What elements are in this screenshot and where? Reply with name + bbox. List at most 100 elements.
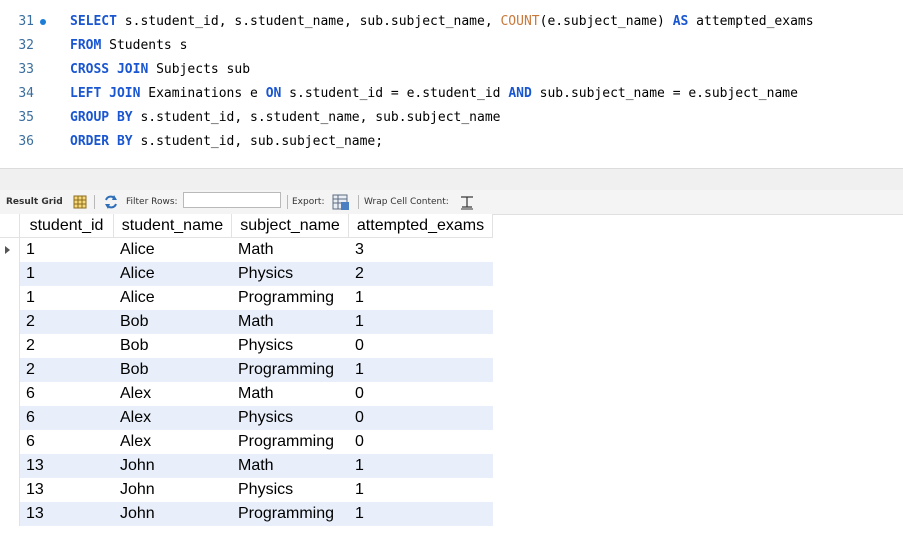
column-header-student-name[interactable]: student_name — [114, 214, 232, 238]
row-marker[interactable] — [0, 502, 20, 526]
cell-student-name[interactable]: Bob — [120, 337, 149, 354]
cell-attempted-exams[interactable]: 1 — [355, 481, 364, 498]
cell-attempted-exams[interactable]: 0 — [355, 385, 364, 402]
cell-subject-name[interactable]: Math — [232, 454, 349, 478]
cell-student-id[interactable]: 1 — [26, 289, 35, 306]
cell-attempted-exams[interactable]: 1 — [355, 289, 364, 306]
row-marker[interactable] — [0, 454, 20, 478]
table-row[interactable]: 1 Alice Programming 1 — [0, 286, 493, 310]
row-marker[interactable] — [0, 406, 20, 430]
sql-keyword: FROM — [70, 38, 102, 53]
wrap-text-icon[interactable] — [459, 190, 475, 217]
panel-splitter[interactable] — [0, 168, 903, 191]
cell-student-id[interactable]: 13 — [20, 454, 114, 478]
cell-student-id[interactable]: 13 — [26, 481, 44, 498]
cell-subject-name[interactable]: Math — [232, 310, 349, 334]
row-marker[interactable] — [0, 238, 20, 262]
table-row[interactable]: 13 John Physics 1 — [0, 478, 493, 502]
row-marker[interactable] — [0, 262, 20, 286]
line-number: 31 — [18, 14, 34, 29]
sql-text: s.student_id = e.student_id — [281, 86, 509, 101]
sql-keyword: SELECT — [70, 14, 117, 29]
cell-attempted-exams[interactable]: 0 — [355, 433, 364, 450]
cell-student-name[interactable]: John — [120, 481, 155, 498]
cell-subject-name[interactable]: Math — [238, 241, 274, 258]
table-row[interactable]: 6 Alex Programming 0 — [0, 430, 493, 454]
sql-text: s.student_id, s.student_name, sub.subjec… — [132, 110, 501, 125]
cell-attempted-exams[interactable]: 1 — [349, 502, 493, 526]
export-icon[interactable] — [331, 190, 351, 217]
table-row[interactable]: 6 Alex Math 0 — [0, 382, 493, 406]
cell-student-name[interactable]: Alex — [120, 385, 152, 402]
cell-student-name[interactable]: Bob — [114, 358, 232, 382]
cell-student-id[interactable]: 6 — [26, 385, 35, 402]
grid-view-icon[interactable] — [72, 190, 88, 217]
cell-student-id[interactable]: 13 — [20, 502, 114, 526]
cell-student-id[interactable]: 2 — [20, 358, 114, 382]
row-marker[interactable] — [0, 334, 20, 358]
column-header-subject-name[interactable]: subject_name — [232, 214, 349, 238]
cell-subject-name[interactable]: Physics — [232, 262, 349, 286]
cell-attempted-exams[interactable]: 3 — [355, 241, 364, 258]
cell-student-name[interactable]: John — [114, 454, 232, 478]
cell-subject-name[interactable]: Programming — [238, 433, 335, 450]
filter-rows-input[interactable] — [183, 192, 281, 208]
row-marker[interactable] — [0, 310, 20, 334]
refresh-icon[interactable] — [102, 190, 120, 217]
row-marker[interactable] — [0, 358, 20, 382]
cell-student-name[interactable]: Alex — [114, 406, 232, 430]
cell-student-id[interactable]: 6 — [20, 406, 114, 430]
cell-student-name[interactable]: Alice — [114, 262, 232, 286]
cell-attempted-exams[interactable]: 1 — [349, 310, 493, 334]
row-marker[interactable] — [0, 478, 20, 502]
cell-student-id[interactable]: 1 — [26, 241, 35, 258]
cell-subject-name[interactable]: Programming — [238, 289, 335, 306]
cell-student-name[interactable]: Alice — [120, 241, 155, 258]
sql-keyword: AS — [672, 14, 689, 29]
sql-text: s.student_id, sub.subject_name; — [132, 134, 384, 149]
column-header-student-id[interactable]: student_id — [20, 214, 114, 238]
cell-student-name[interactable]: Alice — [120, 289, 155, 306]
cell-subject-name[interactable]: Physics — [232, 406, 349, 430]
row-marker[interactable] — [0, 382, 20, 406]
table-row[interactable]: 1 Alice Math 3 — [0, 238, 493, 262]
cell-student-id[interactable]: 6 — [26, 433, 35, 450]
cell-subject-name[interactable]: Physics — [238, 337, 294, 354]
row-marker[interactable] — [0, 430, 20, 454]
cell-attempted-exams[interactable]: 0 — [349, 406, 493, 430]
cell-student-name[interactable]: Alex — [120, 433, 152, 450]
table-row[interactable]: 2 Bob Physics 0 — [0, 334, 493, 358]
cell-subject-name[interactable]: Physics — [238, 481, 294, 498]
cell-student-name[interactable]: Bob — [114, 310, 232, 334]
cell-attempted-exams[interactable]: 1 — [349, 358, 493, 382]
row-marker[interactable] — [0, 286, 20, 310]
cell-student-id[interactable]: 2 — [20, 310, 114, 334]
cell-subject-name[interactable]: Programming — [232, 502, 349, 526]
column-header-attempted-exams[interactable]: attempted_exams — [349, 214, 493, 238]
cell-subject-name[interactable]: Programming — [232, 358, 349, 382]
cell-student-id[interactable]: 1 — [20, 262, 114, 286]
cell-attempted-exams[interactable]: 1 — [349, 454, 493, 478]
cell-subject-name[interactable]: Math — [238, 385, 274, 402]
cell-attempted-exams[interactable]: 0 — [355, 337, 364, 354]
cell-student-name[interactable]: John — [114, 502, 232, 526]
cell-student-id[interactable]: 2 — [26, 337, 35, 354]
line-number: 34 — [18, 86, 34, 101]
cell-attempted-exams[interactable]: 2 — [349, 262, 493, 286]
sql-editor[interactable]: 31 SELECT s.student_id, s.student_name, s… — [0, 0, 903, 168]
result-grid-tab[interactable]: Result Grid — [6, 197, 63, 207]
